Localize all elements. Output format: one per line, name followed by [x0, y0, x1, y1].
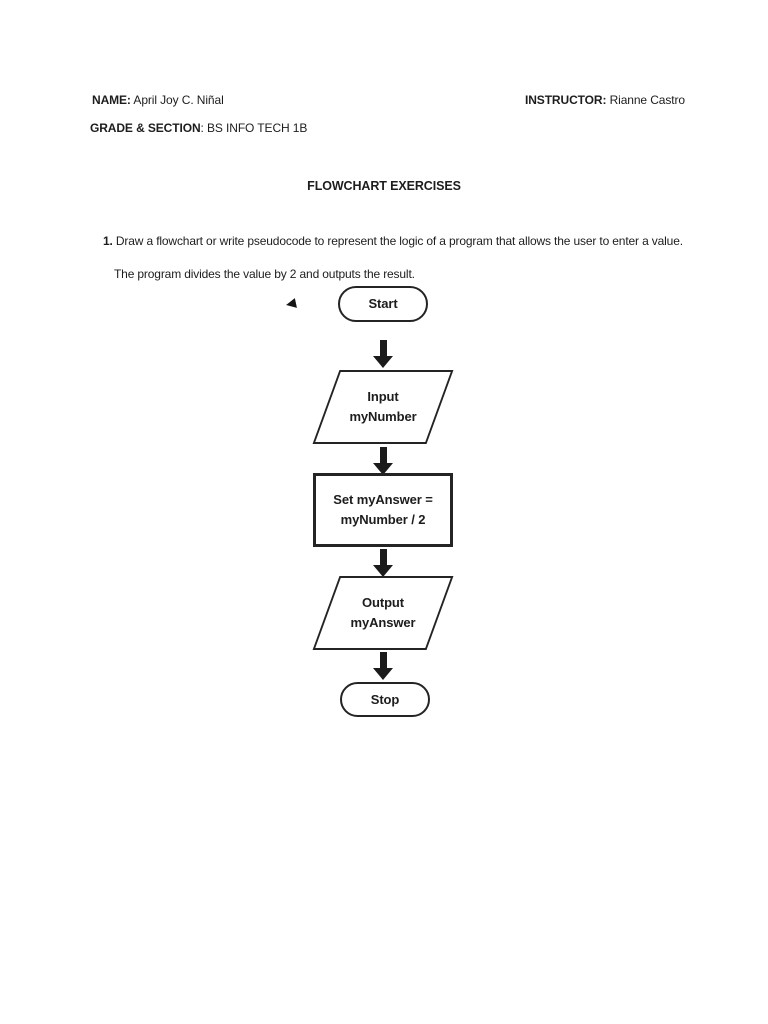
stop-label: Stop: [370, 691, 400, 707]
instructor-value: Rianne Castro: [609, 93, 686, 107]
flowchart-node-process: Set myAnswer = myNumber / 2: [313, 473, 453, 547]
process-line2: myNumber / 2: [340, 512, 426, 527]
header-instructor-line: INSTRUCTOR: Rianne Castro: [525, 93, 685, 108]
header-name-line: NAME: April Joy C. Niñal: [92, 93, 224, 108]
instructor-label: INSTRUCTOR:: [525, 93, 607, 107]
output-line2: myAnswer: [350, 615, 416, 630]
page-title: FLOWCHART EXERCISES: [307, 179, 461, 193]
header-grade-line: GRADE & SECTION: BS INFO TECH 1B: [90, 121, 307, 136]
cursor-arrow-icon: [285, 298, 297, 310]
grade-value: : BS INFO TECH 1B: [200, 121, 308, 135]
input-line1: Input: [367, 389, 399, 404]
input-line2: myNumber: [349, 409, 417, 424]
flow-arrow-down-icon: [373, 549, 393, 577]
exercise-prompt-text: Draw a flowchart or write pseudocode to …: [115, 234, 683, 248]
flowchart-node-stop: Stop: [340, 682, 430, 717]
process-line1: Set myAnswer =: [333, 492, 433, 507]
start-label: Start: [368, 296, 398, 311]
flowchart-node-input: Input myNumber: [312, 370, 454, 444]
flowchart-node-start: Start: [338, 286, 428, 322]
name-label: NAME:: [92, 93, 131, 107]
flow-arrow-down-icon: [373, 340, 393, 368]
flow-arrow-down-icon: [373, 652, 393, 680]
exercise-prompt-line2: The program divides the value by 2 and o…: [114, 267, 415, 281]
flowchart-node-output: Output myAnswer: [312, 576, 454, 650]
name-value: April Joy C. Niñal: [133, 93, 224, 107]
grade-label: GRADE & SECTION: [90, 121, 201, 135]
output-line1: Output: [362, 595, 404, 610]
exercise-prompt: 1. Draw a flowchart or write pseudocode …: [103, 234, 683, 248]
exercise-number: 1.: [103, 234, 113, 248]
flow-arrow-down-icon: [373, 447, 393, 475]
